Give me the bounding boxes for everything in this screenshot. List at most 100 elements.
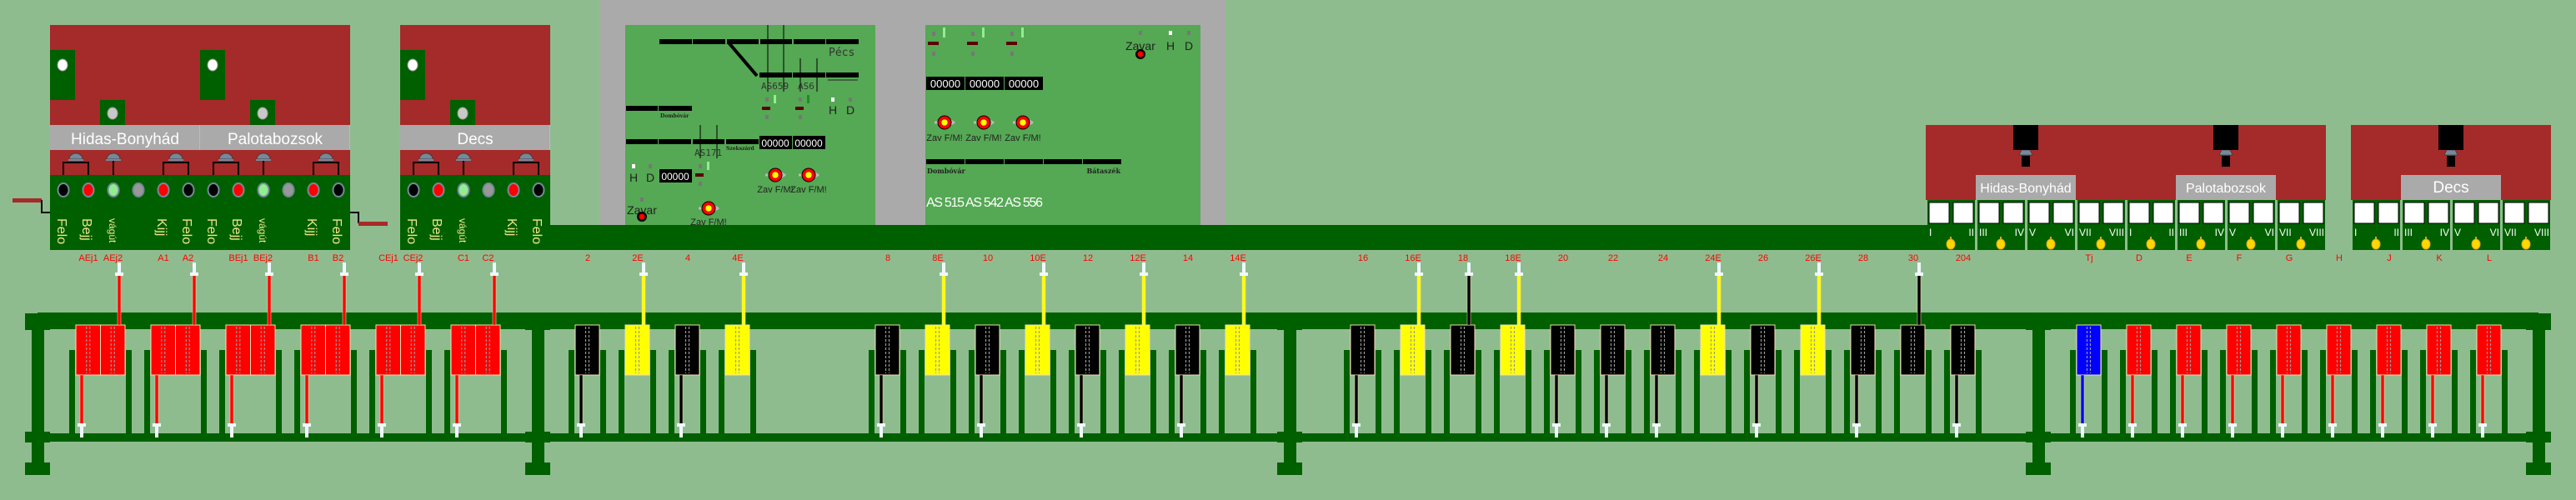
button-label[interactable]: Bejj bbox=[429, 218, 444, 241]
counterweight[interactable] bbox=[875, 324, 900, 438]
track-button[interactable] bbox=[2503, 202, 2525, 224]
track-button[interactable] bbox=[2403, 202, 2425, 224]
counterweight[interactable] bbox=[724, 262, 750, 376]
counterweight[interactable] bbox=[325, 262, 351, 376]
counterweight[interactable] bbox=[1225, 262, 1250, 376]
counterweight[interactable] bbox=[1400, 262, 1426, 376]
track-button[interactable] bbox=[2428, 202, 2449, 224]
counterweight[interactable] bbox=[1650, 324, 1676, 438]
counterweight[interactable] bbox=[2476, 324, 2502, 438]
track-button[interactable] bbox=[2178, 202, 2200, 224]
rod-up bbox=[1515, 262, 1523, 326]
track-button[interactable] bbox=[2253, 202, 2274, 224]
track-button[interactable] bbox=[2478, 202, 2499, 224]
lever-icon[interactable] bbox=[2438, 125, 2463, 167]
counterweight[interactable] bbox=[1350, 324, 1376, 438]
button-label[interactable]: Felo bbox=[54, 218, 68, 244]
button-label[interactable]: Felo bbox=[329, 218, 343, 244]
fault-lamp-button[interactable] bbox=[974, 115, 995, 130]
track-button[interactable] bbox=[2153, 202, 2174, 224]
counterweight[interactable] bbox=[1900, 262, 1926, 376]
track-button[interactable] bbox=[2378, 202, 2399, 224]
track-button[interactable] bbox=[2128, 202, 2150, 224]
counterweight[interactable] bbox=[1750, 324, 1776, 438]
counterweight[interactable] bbox=[175, 262, 201, 376]
counterweight[interactable] bbox=[975, 324, 1000, 438]
counterweight[interactable] bbox=[2276, 324, 2302, 438]
counterweight[interactable] bbox=[1600, 324, 1626, 438]
counterweight[interactable] bbox=[1800, 262, 1826, 376]
counterweight[interactable] bbox=[2126, 324, 2152, 438]
counterweight[interactable] bbox=[2226, 324, 2252, 438]
counterweight[interactable] bbox=[450, 324, 476, 438]
button-label[interactable]: vágút bbox=[107, 218, 118, 243]
fault-lamp-button[interactable] bbox=[799, 168, 819, 182]
counterweight[interactable] bbox=[1850, 324, 1876, 438]
button-label[interactable]: Felo bbox=[529, 218, 544, 244]
button-label[interactable]: vágút bbox=[457, 218, 469, 243]
button-label[interactable]: Bejj bbox=[79, 218, 93, 241]
fault-lamp-button[interactable] bbox=[935, 115, 955, 130]
track-button[interactable] bbox=[2002, 202, 2024, 224]
track-button[interactable] bbox=[2203, 202, 2224, 224]
counterweight[interactable] bbox=[2326, 324, 2352, 438]
lever-icon[interactable] bbox=[2213, 125, 2238, 167]
counterweight[interactable] bbox=[674, 324, 700, 438]
rod-up bbox=[1415, 262, 1423, 326]
counterweight[interactable] bbox=[225, 324, 251, 438]
button-label[interactable]: Felo bbox=[179, 218, 193, 244]
fault-lamp-button[interactable] bbox=[699, 201, 719, 216]
counterweight[interactable] bbox=[400, 262, 426, 376]
counterweight[interactable] bbox=[1950, 324, 1976, 438]
track-button[interactable] bbox=[2353, 202, 2375, 224]
counterweight[interactable] bbox=[2426, 324, 2452, 438]
counterweight[interactable] bbox=[2076, 324, 2102, 438]
track-button[interactable] bbox=[1952, 202, 1974, 224]
track-button[interactable] bbox=[2028, 202, 2050, 224]
counterweight[interactable] bbox=[1075, 324, 1100, 438]
track-button[interactable] bbox=[2102, 202, 2124, 224]
status-lamp bbox=[57, 182, 70, 198]
counterweight[interactable] bbox=[1700, 262, 1726, 376]
button-label[interactable]: Felo bbox=[404, 218, 418, 244]
rod-down bbox=[153, 374, 161, 438]
track-button[interactable] bbox=[2453, 202, 2475, 224]
track-button[interactable] bbox=[2278, 202, 2300, 224]
button-label[interactable]: Kijj bbox=[504, 218, 519, 236]
counterweight[interactable] bbox=[375, 324, 401, 438]
track-button[interactable] bbox=[2303, 202, 2324, 224]
counterweight[interactable] bbox=[2176, 324, 2202, 438]
track-button[interactable] bbox=[2528, 202, 2549, 224]
counterweight[interactable] bbox=[150, 324, 176, 438]
track-button[interactable] bbox=[1928, 202, 1950, 224]
counterweight[interactable] bbox=[1175, 324, 1200, 438]
counterweight[interactable] bbox=[574, 324, 600, 438]
track-button[interactable] bbox=[1978, 202, 2000, 224]
counterweight[interactable] bbox=[100, 262, 126, 376]
counterweight[interactable] bbox=[475, 262, 501, 376]
button-label[interactable]: vágút bbox=[257, 218, 268, 243]
button-label[interactable]: Bejj bbox=[229, 218, 243, 241]
counterweight[interactable] bbox=[250, 262, 276, 376]
fault-lamp-button[interactable] bbox=[765, 168, 786, 182]
counterweight[interactable] bbox=[75, 324, 101, 438]
counterweight[interactable] bbox=[2376, 324, 2402, 438]
lever-icon[interactable] bbox=[2013, 125, 2038, 167]
counterweight[interactable] bbox=[1125, 262, 1150, 376]
button-label[interactable]: Felo bbox=[204, 218, 218, 244]
counterweight[interactable] bbox=[925, 262, 950, 376]
counterweight[interactable] bbox=[1550, 324, 1576, 438]
track-button[interactable] bbox=[2228, 202, 2250, 224]
button-label[interactable]: Kijj bbox=[154, 218, 168, 236]
fault-lamp-button[interactable] bbox=[1013, 115, 1034, 130]
counterweight[interactable] bbox=[1450, 262, 1476, 376]
track-button[interactable] bbox=[2078, 202, 2100, 224]
counterweight[interactable] bbox=[300, 324, 326, 438]
counterweight[interactable] bbox=[1025, 262, 1050, 376]
button-label[interactable]: Kijj bbox=[304, 218, 318, 236]
track-button[interactable] bbox=[2052, 202, 2074, 224]
counterweight[interactable] bbox=[1500, 262, 1526, 376]
rack-foot bbox=[2526, 462, 2551, 475]
counterweight[interactable] bbox=[624, 262, 650, 376]
